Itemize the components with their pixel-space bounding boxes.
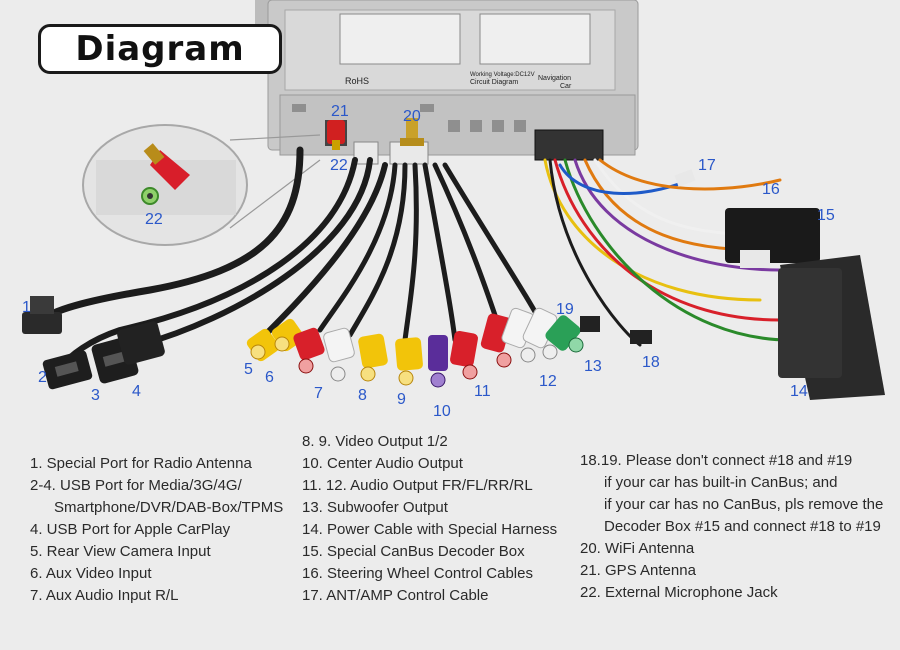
callout-7: 7 (314, 385, 323, 402)
rca-connectors (246, 307, 584, 388)
rca-center-purple (428, 335, 448, 388)
callout-2: 2 (38, 369, 47, 386)
callout-10: 10 (433, 403, 451, 420)
callout-6: 6 (265, 369, 274, 386)
callout-18: 18 (642, 354, 660, 371)
legend-item: 8. 9. Video Output 1/2 (302, 433, 448, 450)
legend-item: 1. Special Port for Radio Antenna (30, 455, 252, 472)
connector-19 (580, 316, 600, 332)
callout-22-inset: 22 (145, 211, 163, 228)
head-unit: RoHS Circuit Diagram Working Voltage:DC1… (255, 0, 639, 165)
legend-item: 6. Aux Video Input (30, 565, 152, 582)
callout-14: 14 (790, 383, 808, 400)
callout-17: 17 (698, 157, 716, 174)
callout-20: 20 (403, 108, 421, 125)
microphone-inset (82, 124, 321, 246)
callout-21: 21 (331, 103, 349, 120)
legend-item: 10. Center Audio Output (302, 455, 463, 472)
callout-5: 5 (244, 361, 253, 378)
legend-item: Smartphone/DVR/DAB-Box/TPMS (54, 499, 284, 516)
canbus-decoder-box (725, 208, 820, 268)
legend-item: 17. ANT/AMP Control Cable (302, 587, 489, 604)
legend-item: 13. Subwoofer Output (302, 499, 448, 516)
usb-port-4 (117, 321, 165, 365)
rca-subwoofer-green (545, 315, 584, 353)
legend-item: 22. External Microphone Jack (580, 584, 778, 601)
legend-column-1: 1. Special Port for Radio Antenna 2-4. U… (30, 453, 283, 607)
legend-column-3: 18.19. Please don't connect #18 and #19 … (580, 450, 883, 604)
legend-item: 5. Rear View Camera Input (30, 543, 211, 560)
radio-antenna-port (22, 296, 62, 334)
gps-antenna-port (327, 120, 345, 150)
legend-item: 4. USB Port for Apple CarPlay (30, 521, 231, 538)
callout-8: 8 (358, 387, 367, 404)
callout-22: 22 (330, 157, 348, 174)
unit-label-circuit: Circuit Diagram (470, 79, 518, 86)
legend-item: if your car has built-in CanBus; and (604, 474, 838, 491)
wifi-antenna-port (400, 118, 424, 146)
legend-item: Decoder Box #15 and connect #18 to #19 (604, 518, 881, 535)
unit-label-navigation: Navigation (538, 75, 571, 82)
unit-label-rohs: RoHS (345, 76, 369, 86)
callout-4: 4 (132, 383, 141, 400)
rca-audio-red-2 (480, 313, 512, 368)
callout-16: 16 (762, 181, 780, 198)
rca-audio-red-1 (450, 330, 478, 380)
usb-port-2 (42, 350, 93, 390)
power-harness-block (778, 255, 885, 400)
unit-label-car: Car (560, 83, 572, 90)
callout-9: 9 (397, 391, 406, 408)
legend-item: 15. Special CanBus Decoder Box (302, 543, 525, 560)
legend-item: 18.19. Please don't connect #18 and #19 (580, 452, 853, 469)
callout-numbers: 1 2 3 4 5 6 7 8 9 10 11 12 13 14 15 16 1… (22, 103, 835, 420)
callout-11: 11 (474, 383, 491, 400)
callout-1: 1 (22, 299, 31, 316)
connector-18 (630, 330, 652, 344)
legend-item: 20. WiFi Antenna (580, 540, 695, 557)
legend-item: if your car has no CanBus, pls remove th… (604, 496, 884, 513)
rca-video-out-2 (395, 337, 423, 386)
callout-3: 3 (91, 387, 100, 404)
rca-rear-camera-yellow (246, 328, 280, 362)
callout-13: 13 (584, 358, 602, 375)
unit-label-voltage: Working Voltage:DC12V (470, 72, 535, 78)
ant-amp-cable-end (674, 169, 696, 187)
diagram-title: Diagram (38, 24, 282, 74)
rca-aux-audio-red (293, 327, 325, 374)
callout-12: 12 (539, 373, 557, 390)
legend-item: 7. Aux Audio Input R/L (30, 587, 179, 604)
callout-19: 19 (556, 301, 574, 318)
legend-item: 16. Steering Wheel Control Cables (302, 565, 533, 582)
legend-column-2: 8. 9. Video Output 1/2 10. Center Audio … (302, 431, 557, 607)
rca-aux-audio-white (323, 327, 355, 382)
callout-15: 15 (817, 207, 835, 224)
legend-item: 2-4. USB Port for Media/3G/4G/ (30, 477, 242, 494)
legend-item: 21. GPS Antenna (580, 562, 696, 579)
legend-item: 11. 12. Audio Output FR/FL/RR/RL (302, 477, 533, 494)
legend-item: 14. Power Cable with Special Harness (302, 521, 558, 538)
rca-video-out-1 (358, 333, 388, 382)
